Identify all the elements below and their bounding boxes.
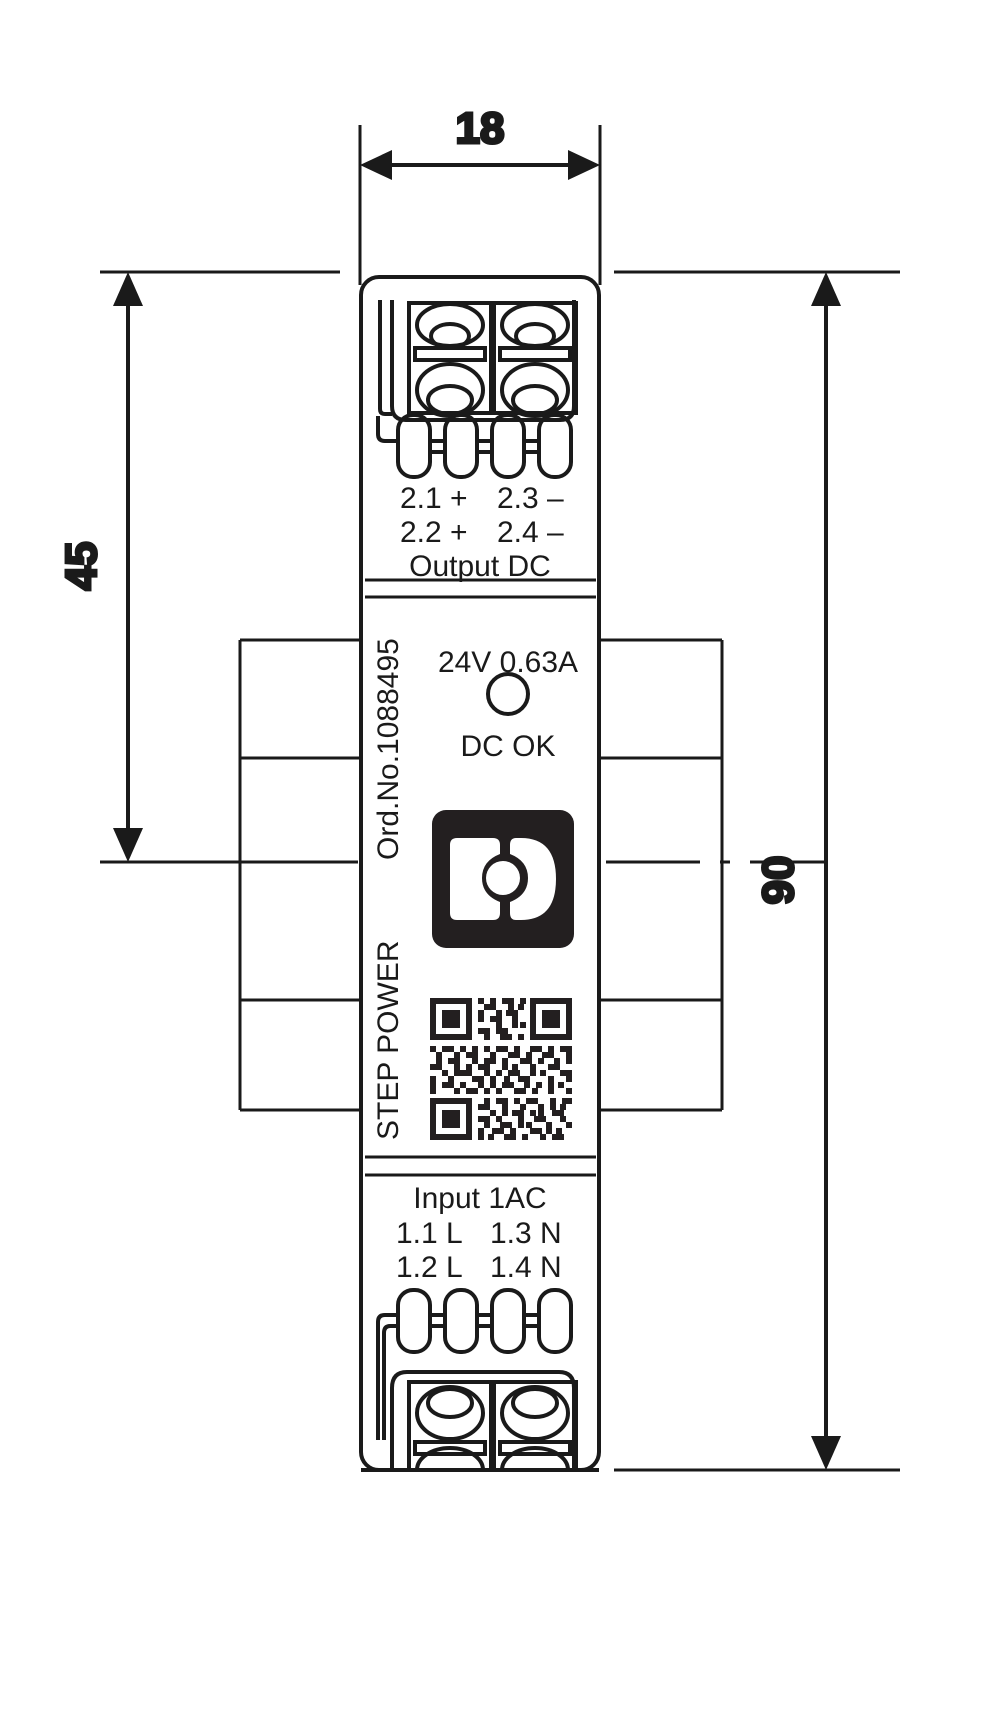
- section-separators: [365, 578, 596, 1177]
- dc-ok-label: DC OK: [460, 730, 555, 763]
- dc-ok-led-indicator: [486, 672, 530, 716]
- phoenix-contact-logo: [432, 810, 574, 948]
- output-labels-group: 2.1 + 2.3 – 2.2 + 2.4 – Output DC: [400, 482, 564, 583]
- order-number-vertical: Ord.No.1088495: [372, 638, 405, 860]
- dimension-width-18: [358, 125, 602, 285]
- bottom-clip-mask: [355, 1472, 605, 1512]
- input-connector-pins: [376, 1288, 573, 1440]
- output-terminal-2-4: 2.4 –: [497, 516, 564, 549]
- qr-code: [430, 998, 572, 1140]
- output-terminal-2-2: 2.2 +: [400, 516, 468, 549]
- input-labels-group: Input 1AC 1.1 L 1.3 N 1.2 L 1.4 N: [396, 1182, 562, 1284]
- input-terminal-1-4: 1.4 N: [490, 1251, 562, 1284]
- output-caption: Output DC: [409, 550, 551, 583]
- output-terminal-2-3: 2.3 –: [497, 482, 564, 515]
- output-connector-pins: [376, 413, 573, 479]
- brand-text-vertical: STEP POWER: [372, 941, 405, 1140]
- output-terminal-2-1: 2.1 +: [400, 482, 468, 515]
- dimension-height-90: [614, 270, 900, 1472]
- input-terminal-1-3: 1.3 N: [490, 1217, 562, 1250]
- din-rail-outline: [238, 638, 724, 1112]
- input-caption: Input 1AC: [413, 1182, 546, 1215]
- dimension-label-width: 18: [456, 104, 505, 153]
- input-terminal-1-1: 1.1 L: [396, 1217, 463, 1250]
- dimension-label-height-upper: 45: [57, 542, 106, 591]
- output-terminal-block: [378, 300, 578, 422]
- input-terminal-1-2: 1.2 L: [396, 1251, 463, 1284]
